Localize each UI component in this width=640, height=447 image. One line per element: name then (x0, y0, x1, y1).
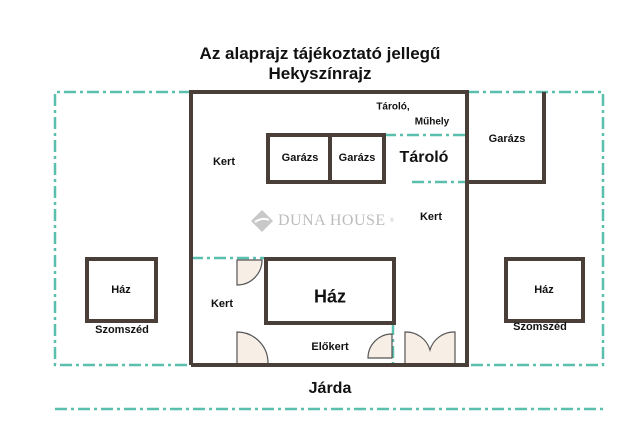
title-line-1: Az alaprajz tájékoztató jellegű (199, 44, 441, 63)
garage-block-wall (266, 133, 386, 184)
right-neighbor-house-wall (504, 257, 585, 323)
label-left-neighbor: Szomszéd (95, 324, 149, 336)
label-storage: Tároló (399, 149, 449, 166)
left-neighbor-house-wall (85, 257, 158, 323)
label-garage-1: Garázs (281, 152, 319, 164)
doors (236, 259, 456, 364)
label-sidewalk: Járda (308, 380, 352, 397)
left-neighbor-boundary (53, 90, 191, 367)
main-house-wall (264, 257, 396, 325)
label-front-garden: Előkert (311, 341, 349, 353)
label-garden-top: Kert (212, 156, 236, 168)
duna-house-logo-icon (251, 210, 273, 232)
main-plot-wall (189, 90, 469, 367)
watermark-text: DUNA HOUSE (278, 212, 386, 229)
label-main-house: Ház (313, 286, 347, 307)
label-right-neighbor: Szomszéd (513, 321, 567, 333)
right-garage-wall (467, 92, 546, 184)
door-front-left-icon (236, 331, 269, 364)
door-front-right-icon (367, 333, 393, 359)
label-garage-2: Garázs (338, 152, 376, 164)
label-garden-left: Kert (210, 298, 234, 310)
label-garage-right: Garázs (488, 133, 526, 145)
label-storage-workshop-2: Műhely (414, 116, 450, 128)
label-left-neighbor-house: Ház (111, 284, 131, 296)
label-garden-right: Kert (419, 211, 443, 223)
right-neighbor-boundary (467, 90, 605, 367)
label-storage-workshop-1: Tároló, (376, 101, 410, 113)
door-garden-icon (236, 259, 263, 286)
gate-double-icon (404, 331, 456, 363)
label-right-neighbor-house: Ház (534, 284, 554, 296)
watermark-mark: ® (389, 218, 395, 224)
property-boundaries (53, 90, 605, 411)
walls (85, 90, 585, 367)
title-line-2: Hekyszínrajz (268, 64, 372, 83)
watermark: DUNA HOUSE® (250, 209, 395, 233)
